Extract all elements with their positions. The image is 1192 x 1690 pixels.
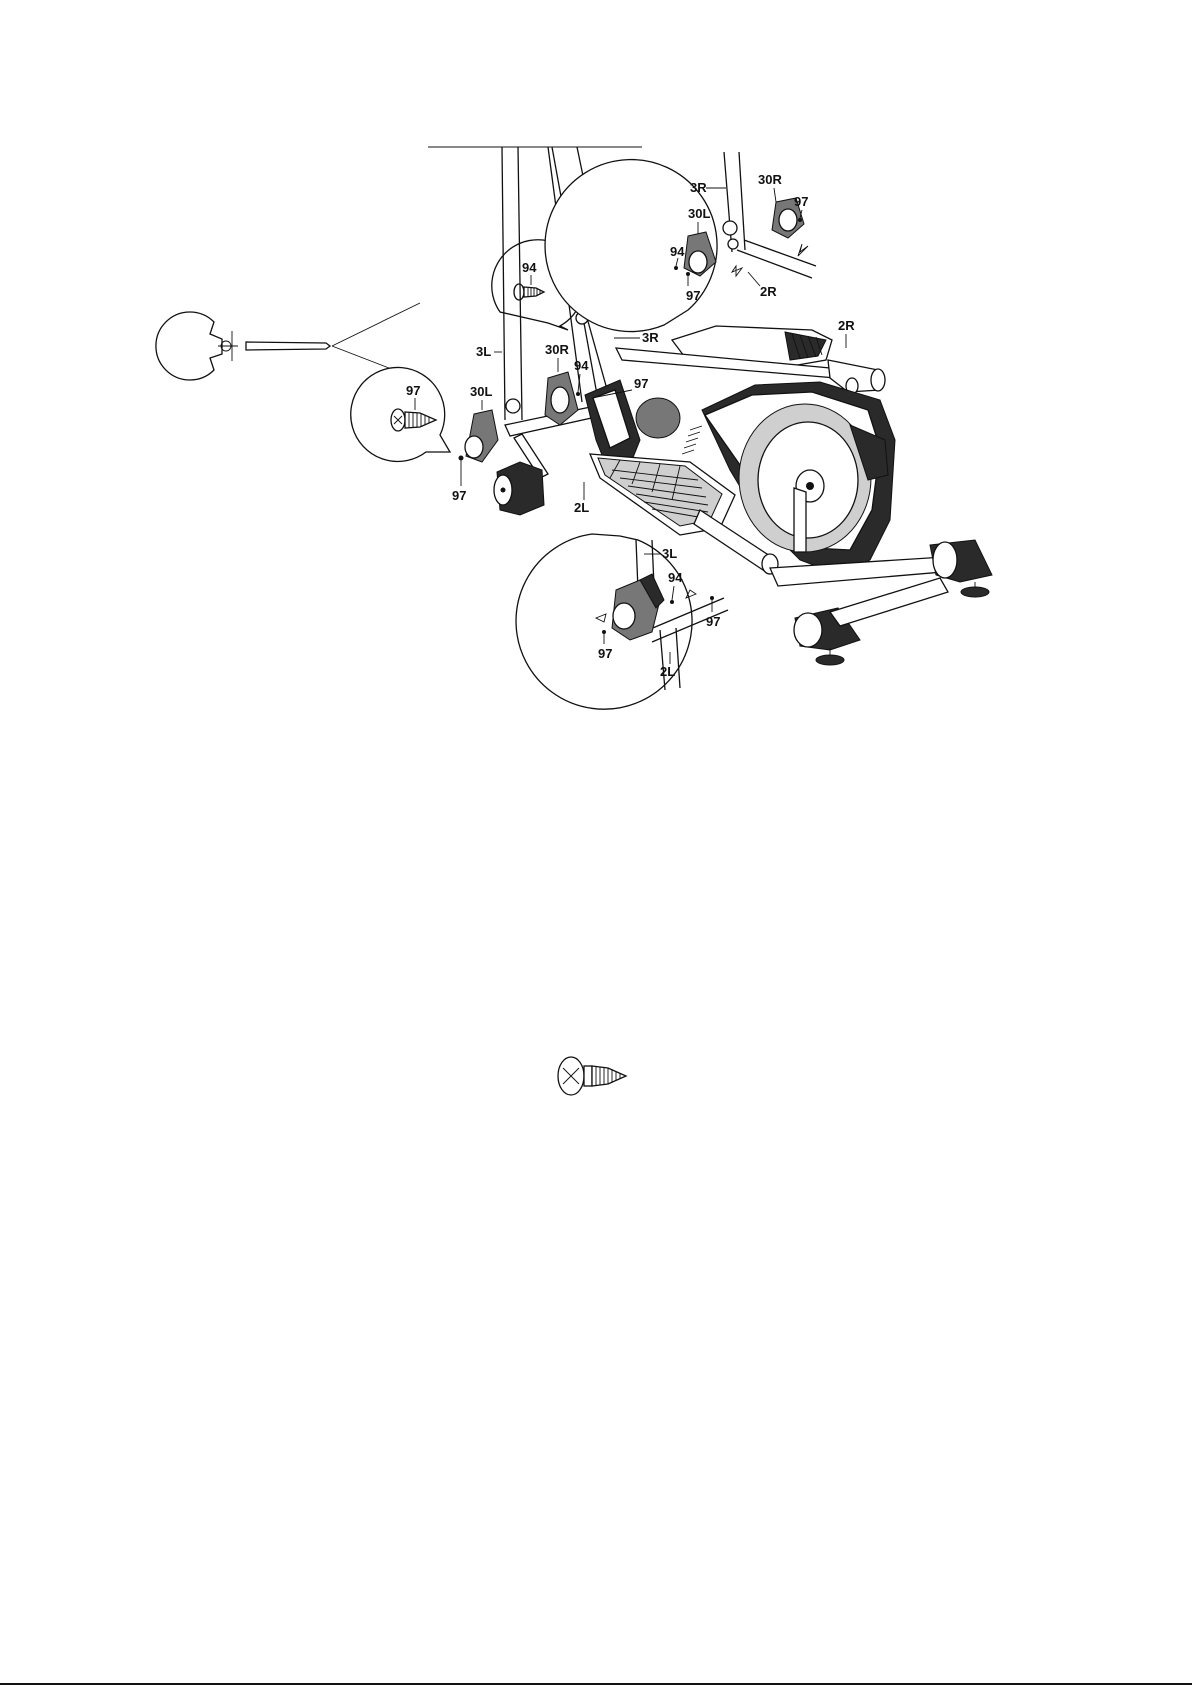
- label-30R-detail: 30R: [758, 172, 782, 187]
- label-97-detail-top: 97: [794, 194, 808, 209]
- label-97-detail-bottom-right: 97: [706, 614, 720, 629]
- detail-left-assembly: 3L 94 97 97 2L: [516, 534, 728, 709]
- label-97-detail-bottom-left: 97: [598, 646, 612, 661]
- label-3R-main: 3R: [642, 330, 659, 345]
- label-3L-main: 3L: [476, 344, 491, 359]
- label-94-detail-bottom: 94: [668, 570, 683, 585]
- pan-head-screw-icon: [558, 1057, 626, 1095]
- label-2R-main: 2R: [838, 318, 855, 333]
- label-97-main-lower: 97: [452, 488, 466, 503]
- wrench-icon: [156, 303, 420, 380]
- label-30R-main: 30R: [545, 342, 569, 357]
- label-2R-detail: 2R: [760, 284, 777, 299]
- detail-right-assembly: 3R 30R 97 30L 94 97 2R: [545, 152, 816, 332]
- label-97-main: 97: [634, 376, 648, 391]
- label-2L-main: 2L: [574, 500, 589, 515]
- label-94-main: 94: [574, 358, 589, 373]
- label-3R-detail: 3R: [690, 180, 707, 195]
- label-2L-detail: 2L: [660, 664, 675, 679]
- label-97-detail-right: 97: [686, 288, 700, 303]
- label-97-callout: 97: [406, 383, 420, 398]
- label-94-top: 94: [522, 260, 537, 275]
- label-30L-detail: 30L: [688, 206, 710, 221]
- callout-screw-97-left: 97: [351, 367, 450, 461]
- label-30L-main: 30L: [470, 384, 492, 399]
- label-94-detail: 94: [670, 244, 685, 259]
- label-3L-detail: 3L: [662, 546, 677, 561]
